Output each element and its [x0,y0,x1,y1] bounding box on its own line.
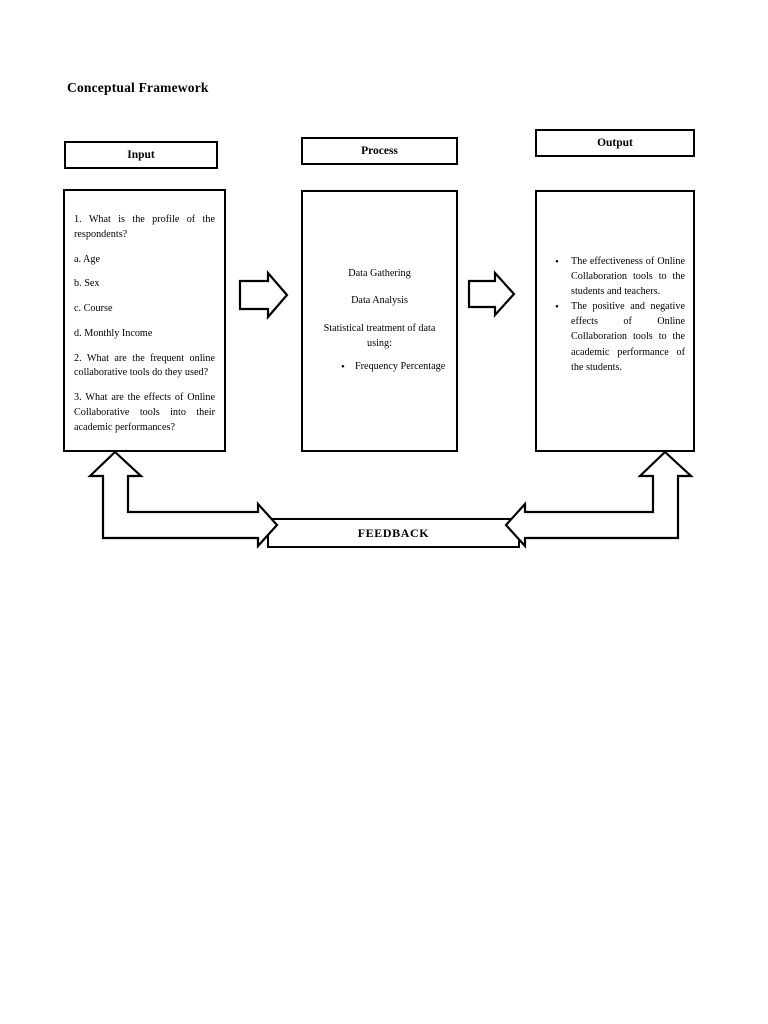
input-line: 3. What are the effects of Online Collab… [74,392,215,433]
header-box-process: Process [301,137,458,165]
arrow-feedback-to-input-icon [87,450,279,549]
bullet-icon: • [341,361,345,374]
header-box-input: Input [64,141,218,169]
process-line: Statistical treatment of data using: [323,322,436,350]
input-line: c. Course [74,303,113,315]
output-box-text: • The effectiveness of Online Collaborat… [537,254,693,375]
process-bullet-item: • Frequency Percentage [311,359,448,376]
content-box-process: Data Gathering Data Analysis Statistical… [301,190,458,452]
input-line: 2. What are the frequent online collabor… [74,352,215,379]
input-line: b. Sex [74,278,100,290]
input-line: a. Age [74,253,101,265]
process-box-text: Data Gathering Data Analysis Statistical… [303,266,456,376]
input-line: d. Monthly Income [74,327,153,339]
process-line: Data Gathering [348,268,411,280]
bullet-icon: • [555,301,559,314]
output-bullet-item: • The positive and negative effects of O… [555,299,685,374]
header-label-output: Output [597,137,633,149]
header-label-input: Input [127,149,155,161]
output-bullet-text: The effectiveness of Online Collaboratio… [571,256,685,298]
input-line: 1. What is the profile of the respondent… [74,214,215,240]
arrow-output-to-feedback-icon [504,450,694,549]
arrow-process-to-output-icon [467,270,516,318]
page-title: Conceptual Framework [67,80,209,95]
arrow-input-to-process-icon [238,270,289,320]
feedback-label: FEEDBACK [357,525,430,540]
output-bullet-text: The positive and negative effects of Onl… [571,301,685,373]
header-box-output: Output [535,129,695,157]
header-label-process: Process [361,145,398,157]
content-box-input: 1. What is the profile of the respondent… [63,189,226,452]
process-bullet-text: Frequency Percentage [355,361,446,373]
content-box-output: • The effectiveness of Online Collaborat… [535,190,695,452]
content-box-feedback: FEEDBACK [267,518,520,548]
input-box-text: 1. What is the profile of the respondent… [65,191,224,436]
output-bullet-item: • The effectiveness of Online Collaborat… [555,254,685,299]
process-line: Data Analysis [351,295,408,307]
bullet-icon: • [555,256,559,268]
